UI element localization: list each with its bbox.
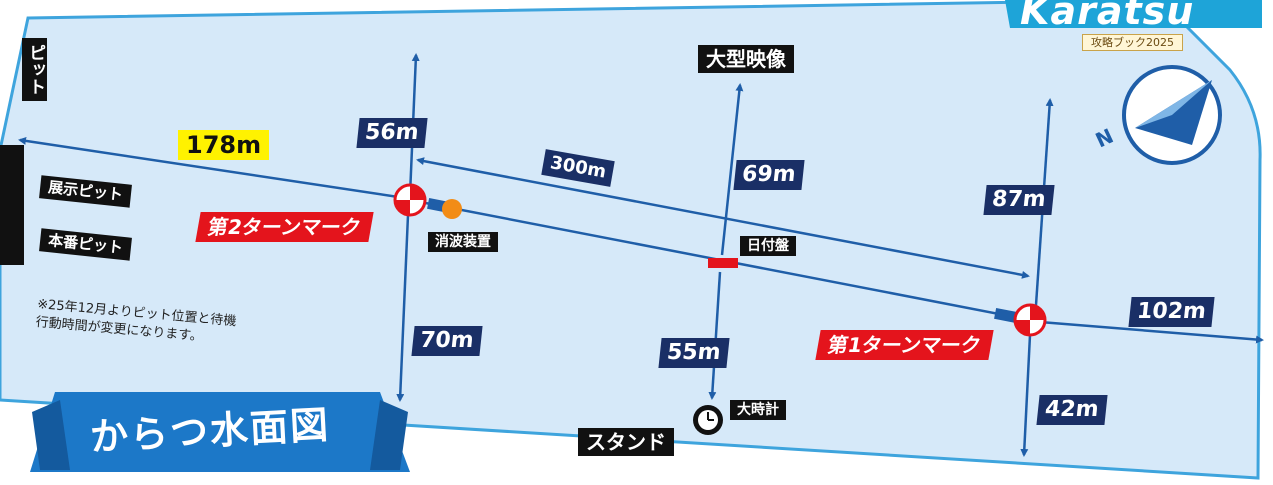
brand-plate (1005, 0, 1262, 28)
wave-device-label: 消波装置 (428, 232, 498, 252)
brand-subtitle: 攻略ブック2025 (1082, 34, 1183, 51)
stand-label: スタンド (578, 428, 674, 456)
compass-icon (1122, 65, 1222, 165)
title-banner-shape (30, 392, 410, 472)
pit-label: ピット (22, 38, 47, 101)
distance-mark1-bottom: 42m (1036, 395, 1108, 425)
first-turn-mark-label: 第1ターンマーク (815, 330, 994, 360)
first-turn-mark-buoy (1013, 303, 1047, 337)
second-turn-mark-label: 第2ターンマーク (195, 212, 374, 242)
distance-mark1-right: 102m (1128, 297, 1215, 327)
big-screen-label: 大型映像 (698, 45, 794, 73)
second-turn-mark-buoy (393, 183, 427, 217)
clock-icon (693, 405, 723, 435)
pit-wall (0, 145, 24, 265)
distance-mark2-bottom: 70m (411, 326, 483, 356)
distance-mark2-top: 56m (356, 118, 428, 148)
wave-device-marker (442, 199, 462, 219)
date-board-label: 日付盤 (740, 236, 796, 256)
distance-to-pit: 178m (178, 130, 270, 160)
distance-center-stand: 55m (658, 338, 730, 368)
big-clock-label: 大時計 (730, 400, 786, 420)
date-board-marker (708, 258, 738, 268)
distance-center-screen: 69m (733, 160, 805, 190)
distance-mark1-top: 87m (983, 185, 1055, 215)
brand-logo: Karatsu (1020, 0, 1195, 33)
